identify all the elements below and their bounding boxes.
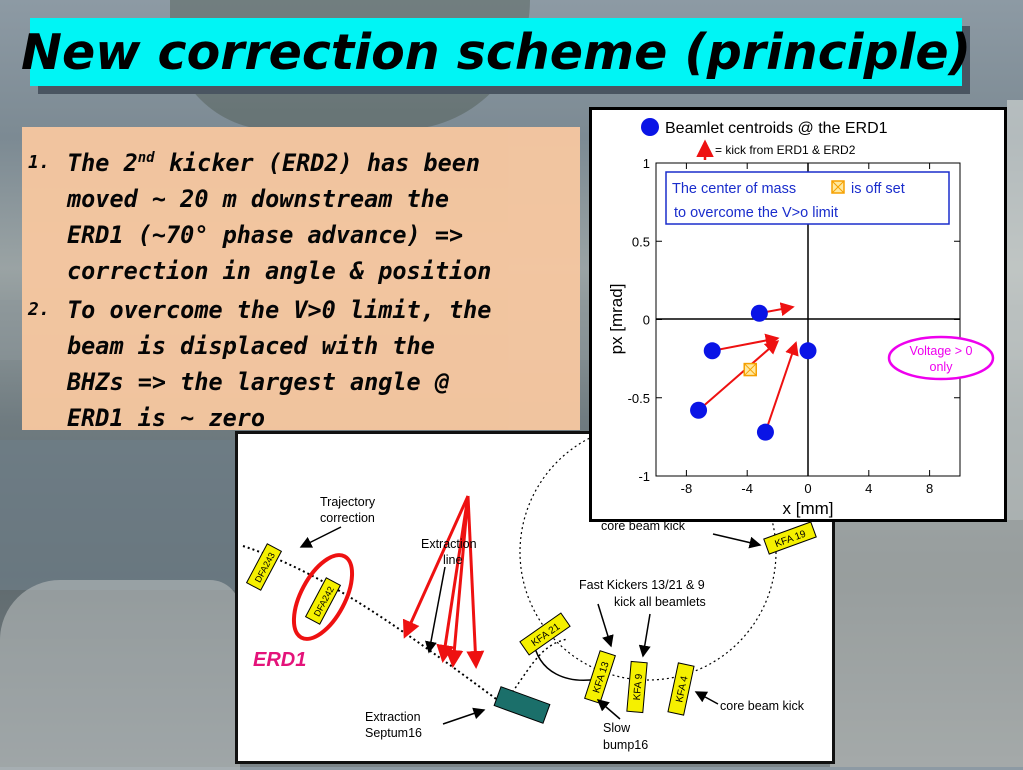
x-tick-label: 8 <box>926 481 933 496</box>
kick-arrow <box>697 340 780 412</box>
item-text: To overcome the V>0 limit, the <box>67 296 492 324</box>
beam-trajectory <box>242 545 504 705</box>
slide-title: New correction scheme (principle) <box>20 23 972 81</box>
note-box <box>665 171 950 225</box>
x-tick-label: -4 <box>741 481 753 496</box>
magnet-kfa13: KFA 13 <box>584 650 616 704</box>
ring-diagram-svg: DFA243 DFA242 KFA 21 KFA 13 KFA 9 KFA 4 … <box>242 423 817 752</box>
y-tick-label: 1 <box>643 156 650 171</box>
item-text: BHZs => the largest angle @ <box>67 368 450 396</box>
superscript: nd <box>137 150 155 167</box>
beamlet-point <box>703 342 721 360</box>
item-text: beam is displaced with the <box>67 332 435 360</box>
trajectory-correction-label: Trajectory <box>320 495 376 509</box>
background-water <box>0 440 240 590</box>
fast-kickers-label: kick all beamlets <box>614 595 706 609</box>
beamlet-point <box>799 342 817 360</box>
pointer-arrow <box>694 691 719 705</box>
item-text: ERD1 (~70° phase advance) => <box>67 221 464 249</box>
item-text: correction in angle & position <box>67 257 492 285</box>
legend-kick: = kick from ERD1 & ERD2 <box>715 143 856 157</box>
item-text: The 2 <box>67 149 138 177</box>
plot-svg: Beamlet centroids @ the ERD1 = kick from… <box>607 118 995 518</box>
x-tick-label: 4 <box>865 481 872 496</box>
pointer-arrow <box>638 613 651 658</box>
extraction-septum-label: Extraction <box>365 710 421 724</box>
note-line-2: to overcome the V>o limit <box>674 205 838 221</box>
phase-space-plot: Beamlet centroids @ the ERD1 = kick from… <box>589 107 1007 522</box>
item-text: kicker (ERD2) has been <box>154 149 481 177</box>
list-number: 2. <box>28 299 50 320</box>
x-axis-label: x [mm] <box>783 499 834 518</box>
y-tick-label: -0.5 <box>628 391 650 406</box>
kick-arrow <box>466 495 485 669</box>
com-legend-icon-cross <box>831 180 845 194</box>
voltage-label: Voltage > 0 <box>910 344 973 358</box>
legend-centroids: Beamlet centroids @ the ERD1 <box>665 120 888 137</box>
voltage-ellipse <box>887 335 995 381</box>
y-axis-label: px [mrad] <box>607 284 626 355</box>
pointer-arrow <box>442 707 486 725</box>
title-box: New correction scheme (principle) <box>20 18 972 86</box>
item-text: moved ~ 20 m downstream the <box>67 185 450 213</box>
extraction-line-label: Extraction <box>421 537 477 551</box>
note-line-1b: is off set <box>851 181 905 197</box>
magnet-label: KFA 9 <box>632 673 645 701</box>
magnet-kfa4: KFA 4 <box>667 662 695 716</box>
pointer-arrow <box>425 566 446 654</box>
erd1-label: ERD1 <box>253 649 306 671</box>
magnet-kfa21: KFA 21 <box>519 612 571 656</box>
magnet-kfa19: KFA 19 <box>763 521 817 555</box>
y-tick-label: 0 <box>643 313 650 328</box>
kick-arrows <box>402 495 485 669</box>
erd1-highlight-ellipse <box>291 553 355 641</box>
magnet-kfa9: KFA 9 <box>626 660 648 714</box>
x-tick-label: -8 <box>681 481 693 496</box>
slow-bump-label: Slow <box>603 721 631 735</box>
beamlet-point <box>756 423 774 441</box>
kick-arrow <box>445 495 470 668</box>
beamlet-point <box>750 304 768 322</box>
kick-arrow <box>764 341 799 433</box>
pointer-arrow <box>712 533 762 549</box>
beamlet-point <box>690 401 708 419</box>
core-beam-kick-label: core beam kick <box>601 519 686 533</box>
background-cushion <box>0 580 240 770</box>
extraction-septum-magnet <box>493 686 551 724</box>
item-text: ERD1 is ~ zero <box>67 404 266 432</box>
pointer-arrow <box>597 603 614 648</box>
magnet-dfa243: DFA243 <box>245 543 283 591</box>
trajectory-correction-label: correction <box>320 511 375 525</box>
center-of-mass-cross <box>743 363 757 376</box>
slow-bump-label: bump16 <box>603 738 648 752</box>
extraction-septum-label: Septum16 <box>365 726 422 740</box>
pointer-arrow <box>299 526 342 548</box>
y-tick-label: -1 <box>638 469 650 484</box>
pointer-arrow <box>596 699 621 720</box>
kick-arrow <box>402 495 470 639</box>
core-beam-kick-label: core beam kick <box>720 699 805 713</box>
background-right-dark <box>1007 100 1023 520</box>
background-right-wall <box>830 520 1023 767</box>
x-tick-label: 0 <box>804 481 811 496</box>
list-number: 1. <box>28 152 50 173</box>
legend-point-icon <box>641 118 659 136</box>
extraction-line-label: line <box>443 553 463 567</box>
fast-kickers-label: Fast Kickers 13/21 & 9 <box>579 578 705 592</box>
text-panel: 1. The 2nd kicker (ERD2) has been moved … <box>22 127 580 432</box>
kick-arrow <box>436 495 470 663</box>
note-line-1: The center of mass <box>672 181 796 197</box>
voltage-label: only <box>930 360 954 374</box>
y-tick-label: 0.5 <box>632 234 650 249</box>
beam-trajectory-inner <box>502 638 569 705</box>
